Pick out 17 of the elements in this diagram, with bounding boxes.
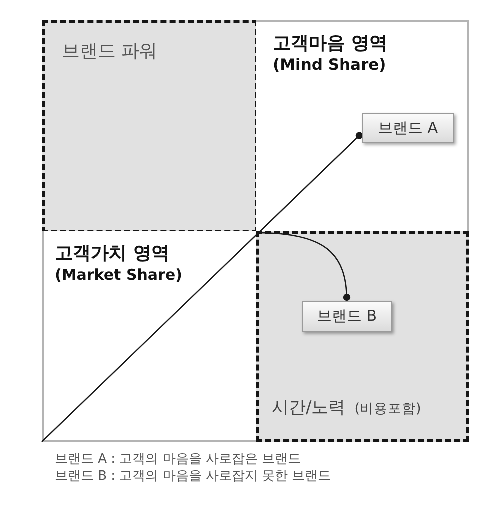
quadrant-subtitle: (Market Share) xyxy=(55,266,182,284)
connector-line xyxy=(42,132,364,442)
quadrant-panel xyxy=(256,231,469,442)
quadrant-title: 고객마음 영역 xyxy=(273,33,388,55)
quadrant-title: 고객가치 영역 xyxy=(55,243,170,265)
quadrant-panel xyxy=(42,20,258,233)
quadrant-panel xyxy=(256,20,469,233)
label-box: 브랜드 B xyxy=(302,301,392,332)
quadrant-title: 브랜드 파워 xyxy=(62,41,158,63)
quadrant-title: 시간/노력 xyxy=(272,398,346,418)
footnote-text: 브랜드 A : 고객의 마음을 사로잡은 브랜드 xyxy=(55,452,302,468)
label-box: 브랜드 A xyxy=(362,113,454,143)
quadrant-panel xyxy=(42,231,258,442)
footnote-text: 브랜드 B : 고객의 마음을 사로잡지 못한 브랜드 xyxy=(55,469,332,485)
quadrant-subtitle: (Mind Share) xyxy=(273,56,388,74)
quadrant-subtitle: (비용포함) xyxy=(354,401,422,418)
connector-line xyxy=(258,232,350,302)
